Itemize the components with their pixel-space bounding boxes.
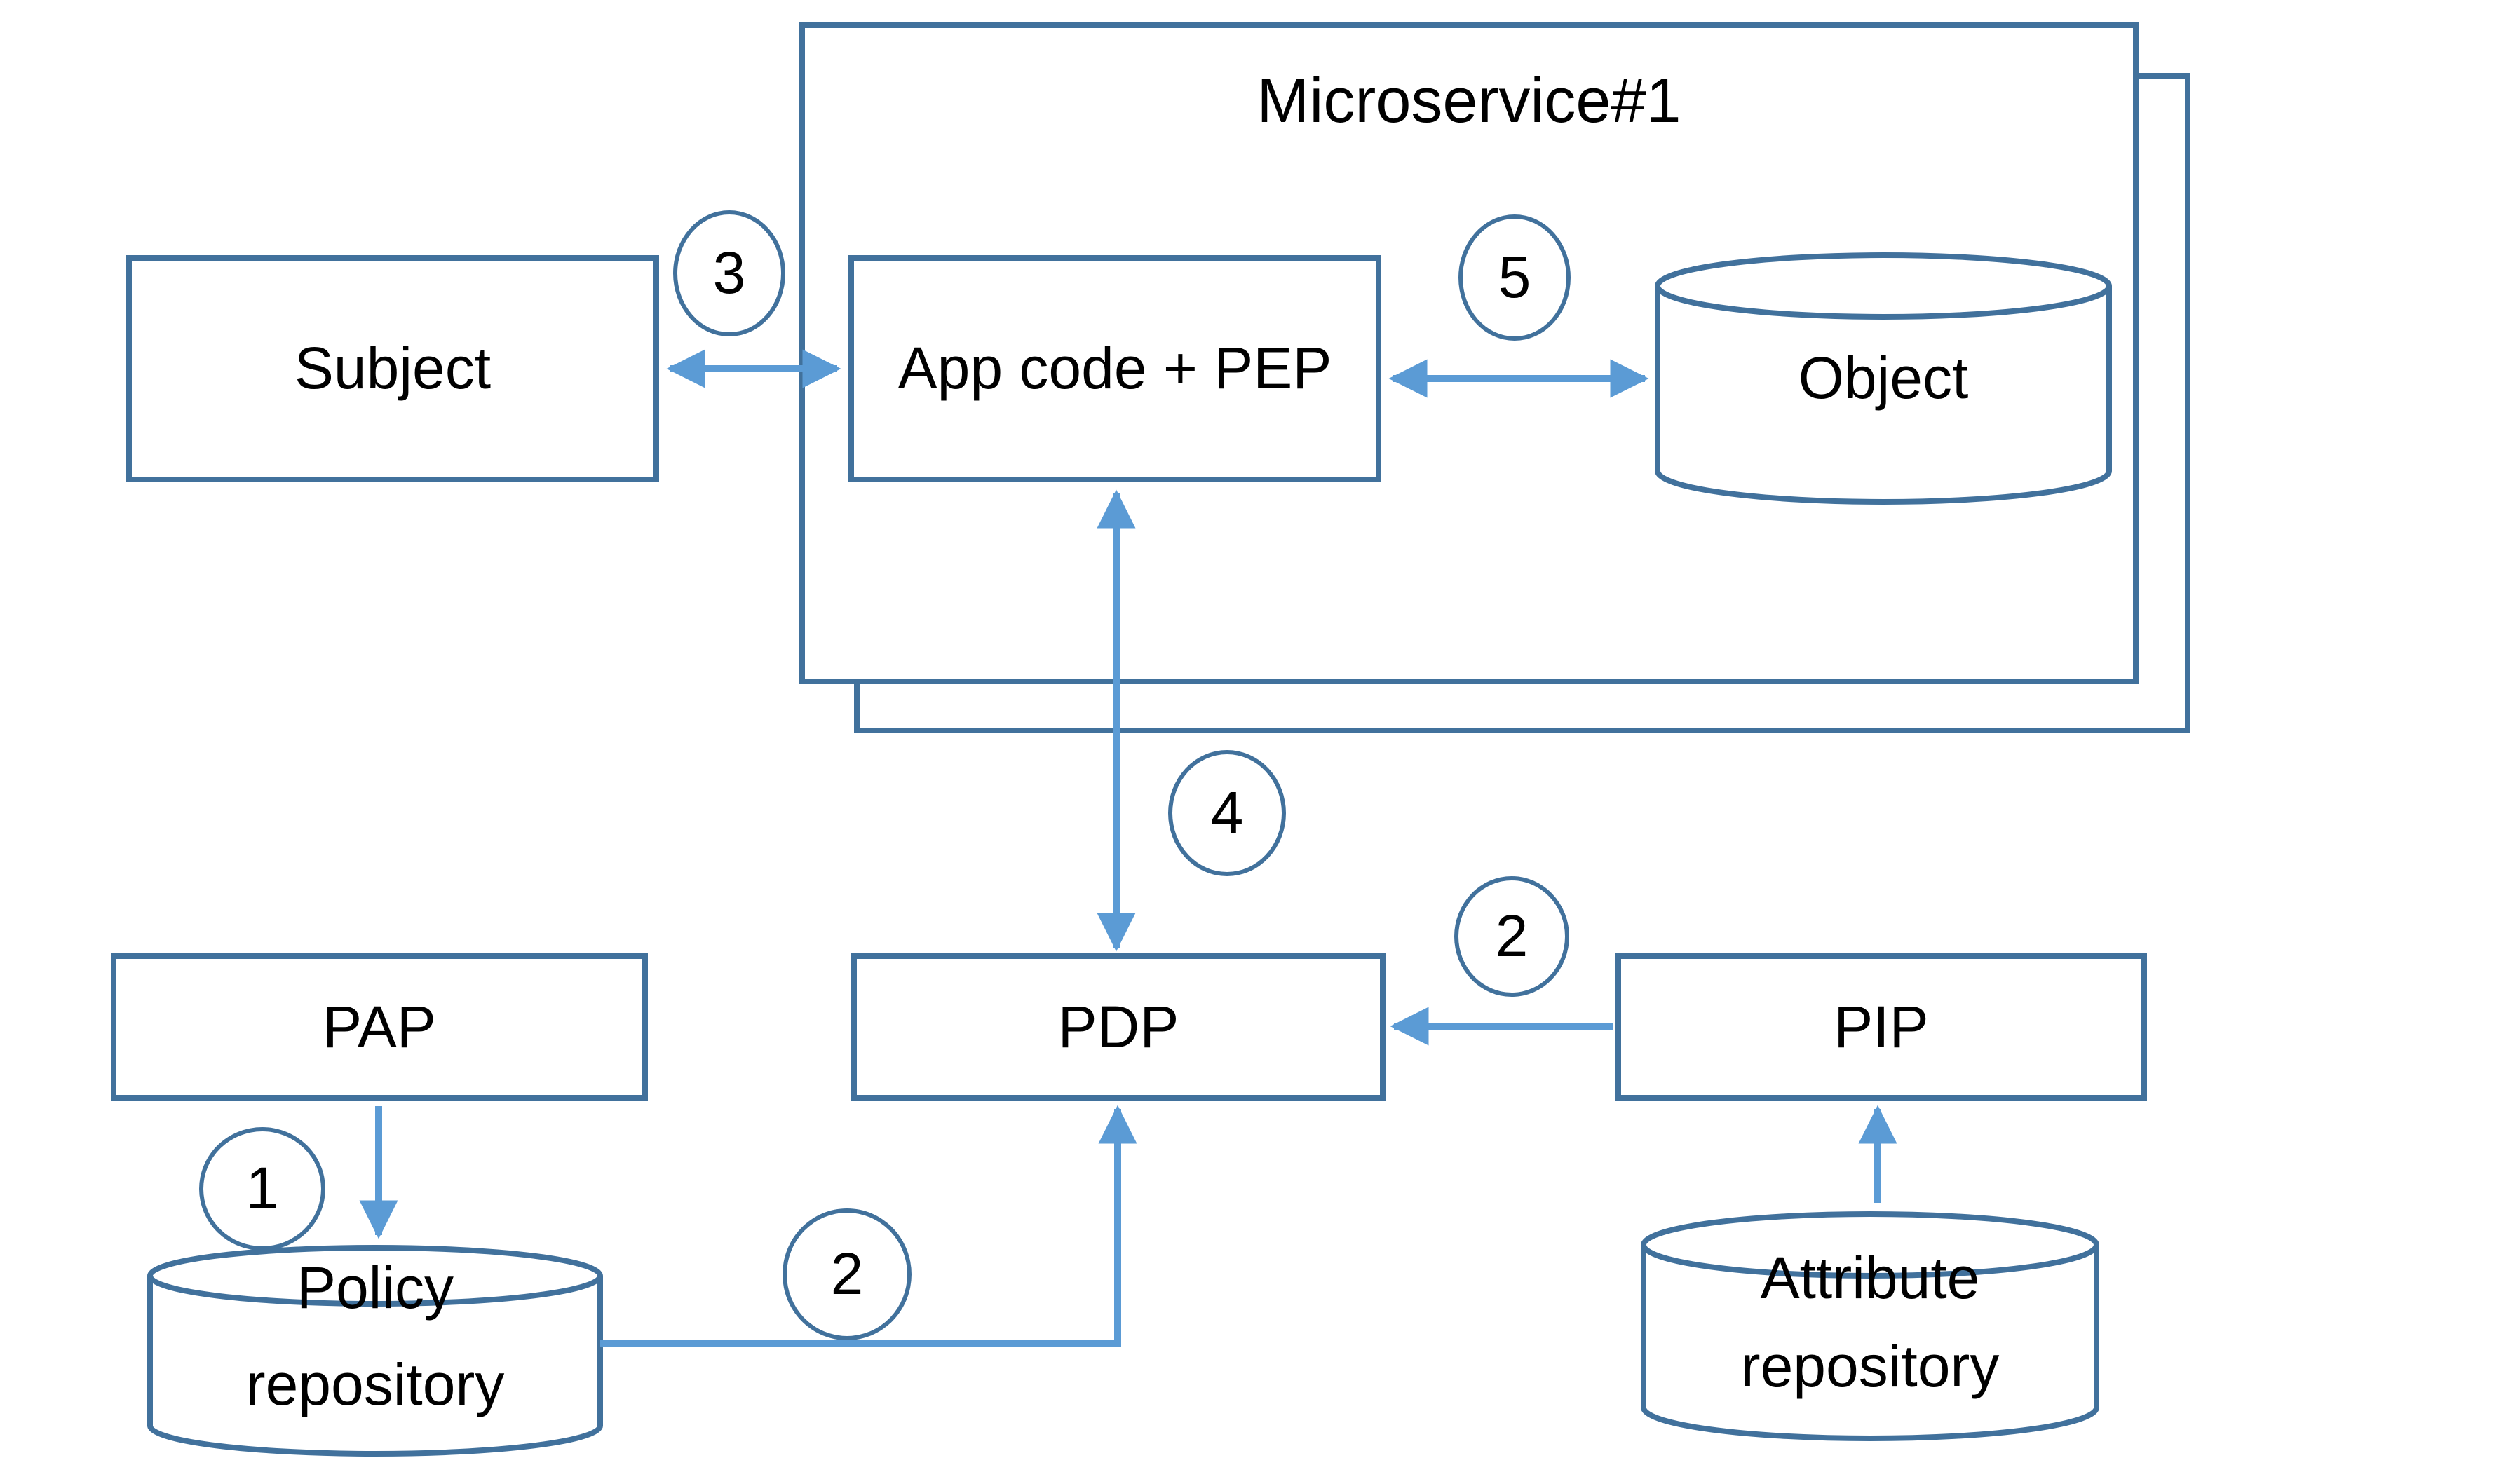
step-badge-4-number: 4 xyxy=(1210,779,1244,845)
node-pip-label: PIP xyxy=(1834,993,1929,1059)
policy-repository-label-line1: Policy xyxy=(296,1255,454,1321)
node-policy-repository: Policy repository xyxy=(150,1239,600,1433)
step-badge-2-policy: 2 xyxy=(783,1208,912,1340)
policy-repository-label-line2: repository xyxy=(245,1351,505,1417)
step-badge-4: 4 xyxy=(1168,750,1286,876)
microservice-title: Microservice#1 xyxy=(1256,64,1681,136)
node-pap: PAP xyxy=(111,953,648,1101)
step-badge-5-number: 5 xyxy=(1498,244,1531,310)
node-subject: Subject xyxy=(126,255,659,482)
attribute-repository-label-line1: Attribute xyxy=(1760,1245,1980,1311)
step-badge-2-policy-number: 2 xyxy=(830,1241,864,1307)
node-pap-label: PAP xyxy=(323,993,436,1059)
step-badge-2-attributes-number: 2 xyxy=(1495,903,1529,969)
node-app-code-pep: App code + PEP xyxy=(848,255,1381,482)
node-attribute-repository: Attribute repository xyxy=(1644,1234,2096,1410)
step-badge-5: 5 xyxy=(1458,214,1571,341)
node-object-label: Object xyxy=(1798,345,1969,411)
node-subject-label: Subject xyxy=(294,335,492,401)
node-pdp-label: PDP xyxy=(1057,993,1179,1059)
node-pdp: PDP xyxy=(851,953,1386,1101)
node-object: Object xyxy=(1658,286,2109,471)
step-badge-1: 1 xyxy=(199,1127,325,1251)
node-app-code-pep-label: App code + PEP xyxy=(897,335,1332,401)
step-badge-1-number: 1 xyxy=(245,1155,279,1221)
step-badge-3-number: 3 xyxy=(712,240,746,306)
node-pip: PIP xyxy=(1615,953,2147,1101)
attribute-repository-label-line2: repository xyxy=(1740,1333,2000,1399)
step-badge-2-attributes: 2 xyxy=(1454,876,1569,997)
step-badge-3: 3 xyxy=(673,210,785,336)
